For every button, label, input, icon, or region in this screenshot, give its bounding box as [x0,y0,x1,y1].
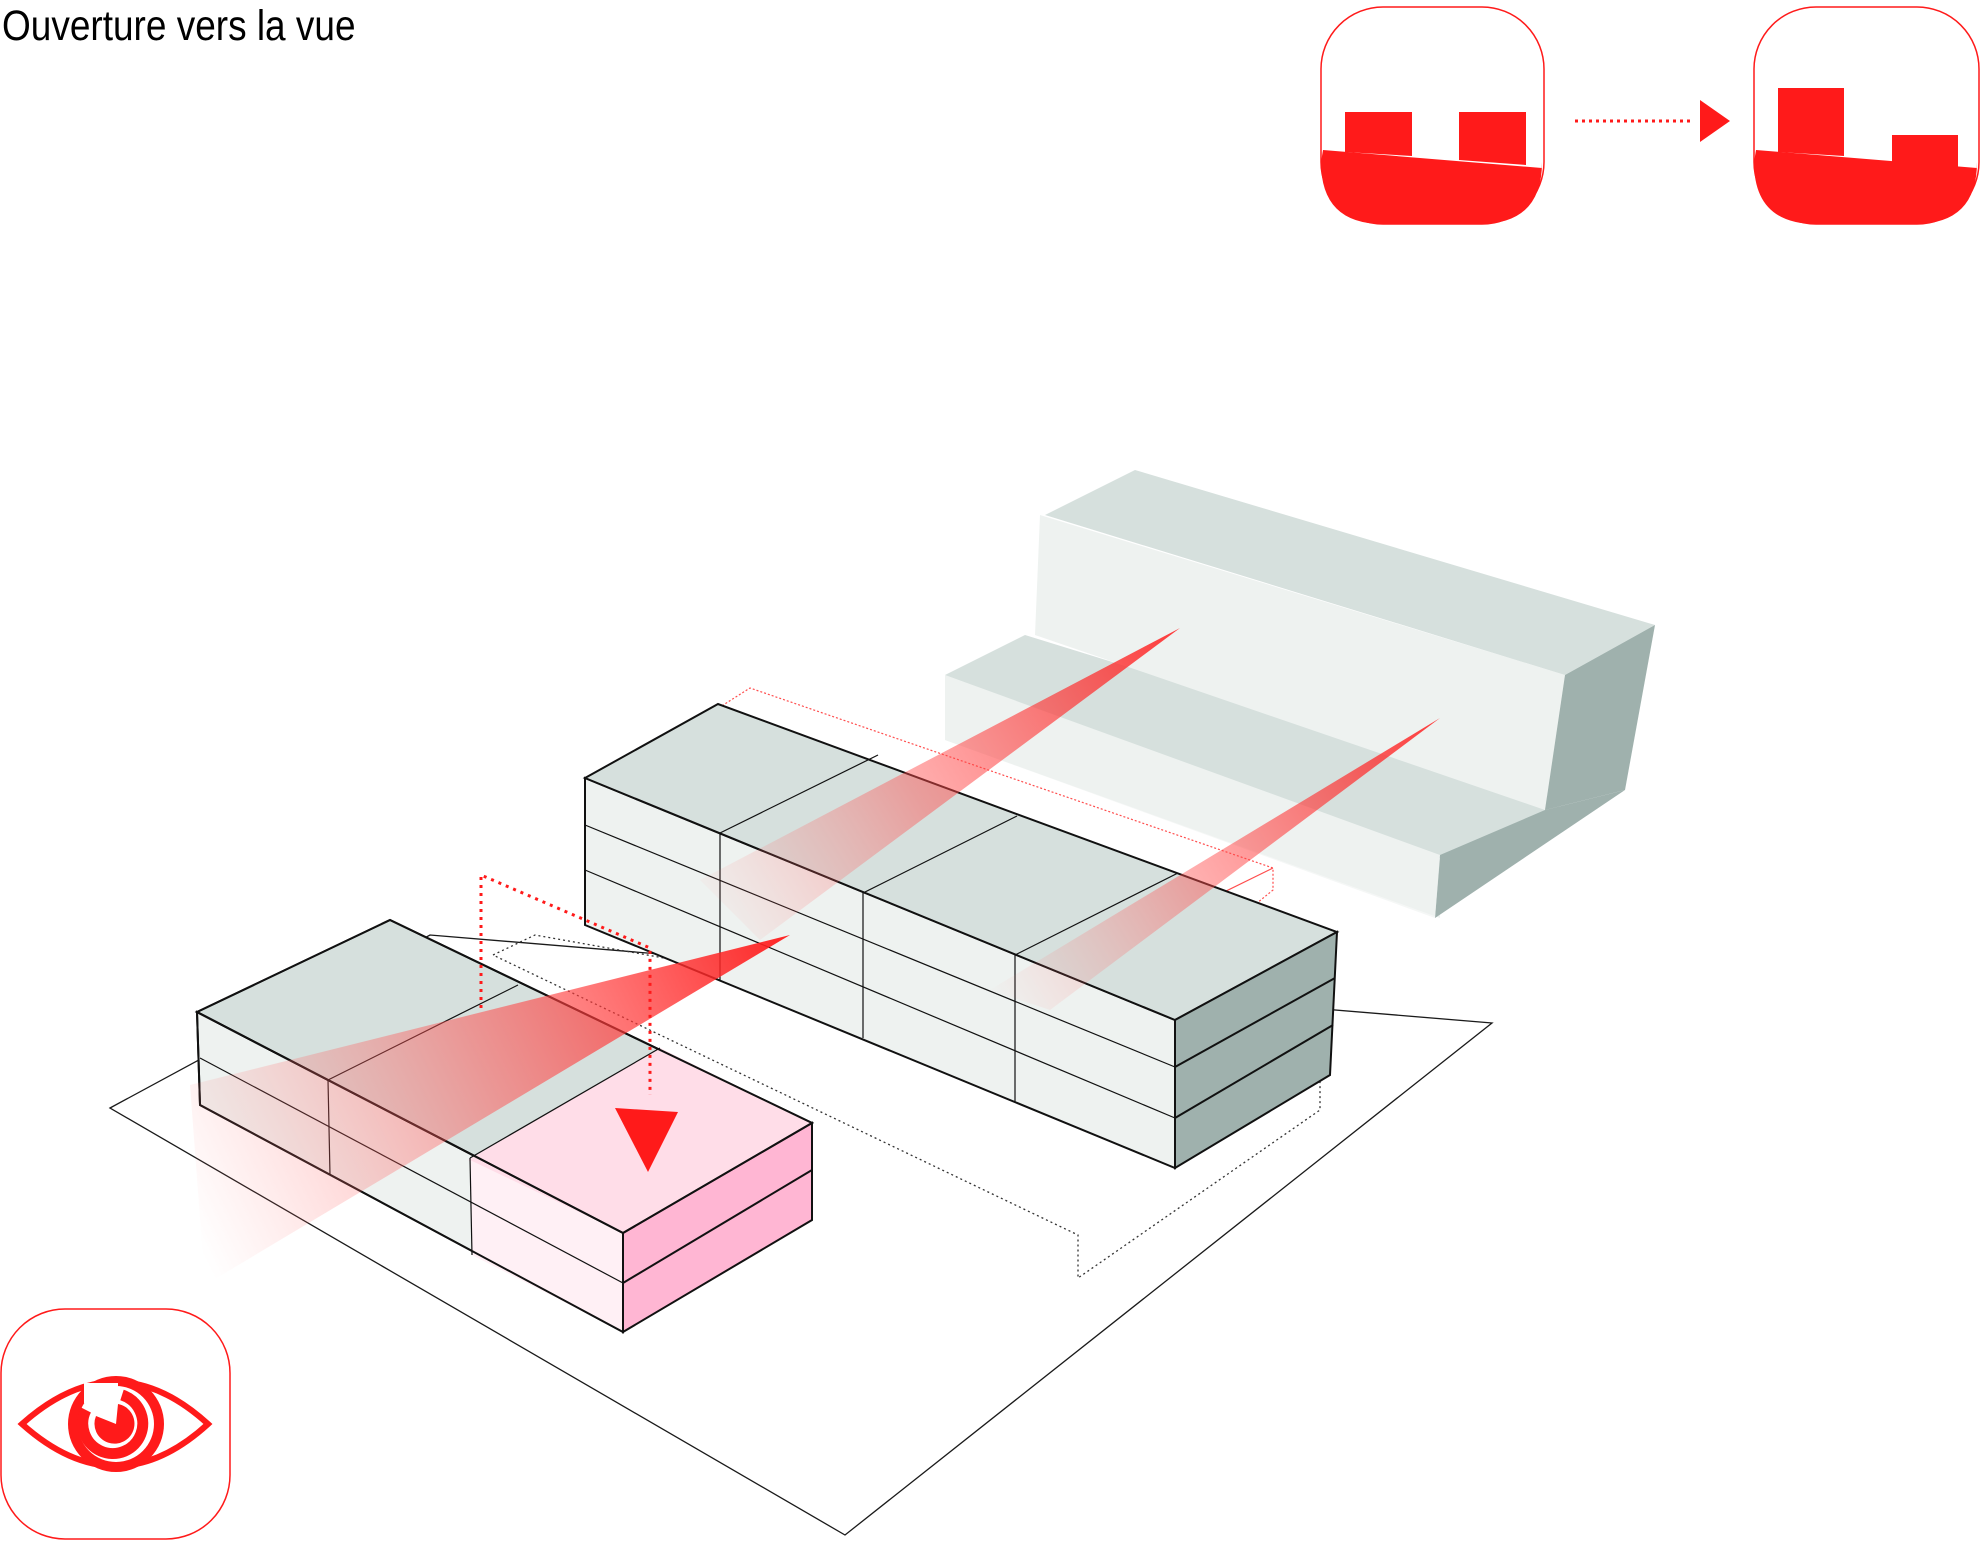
dotted-footprint [492,934,1321,1280]
eye-icon [0,1308,231,1540]
tall-block-front [1035,515,1565,810]
before-icon [1320,6,1545,225]
main-building-side [1174,930,1339,1170]
lower-step-base [945,675,1440,918]
view-cone-upper [700,628,1180,940]
lower-step-top [945,635,1560,895]
move-dotted-path [479,872,652,1095]
tall-block-side [1545,625,1655,810]
tall-block-top [1045,470,1655,675]
view-cone-front [190,935,790,1285]
highlighted-unit-front [470,1160,623,1332]
lower-step-side [1435,790,1625,918]
dotted-arrow-right-icon [1575,100,1730,142]
view-cone-right [990,718,1440,1010]
diagram-title: Ouverture vers la vue [2,2,356,50]
background-building [945,470,1655,918]
move-arrow-head [615,1108,678,1172]
move-indicator [479,872,678,1172]
after-icon [1753,6,1980,225]
